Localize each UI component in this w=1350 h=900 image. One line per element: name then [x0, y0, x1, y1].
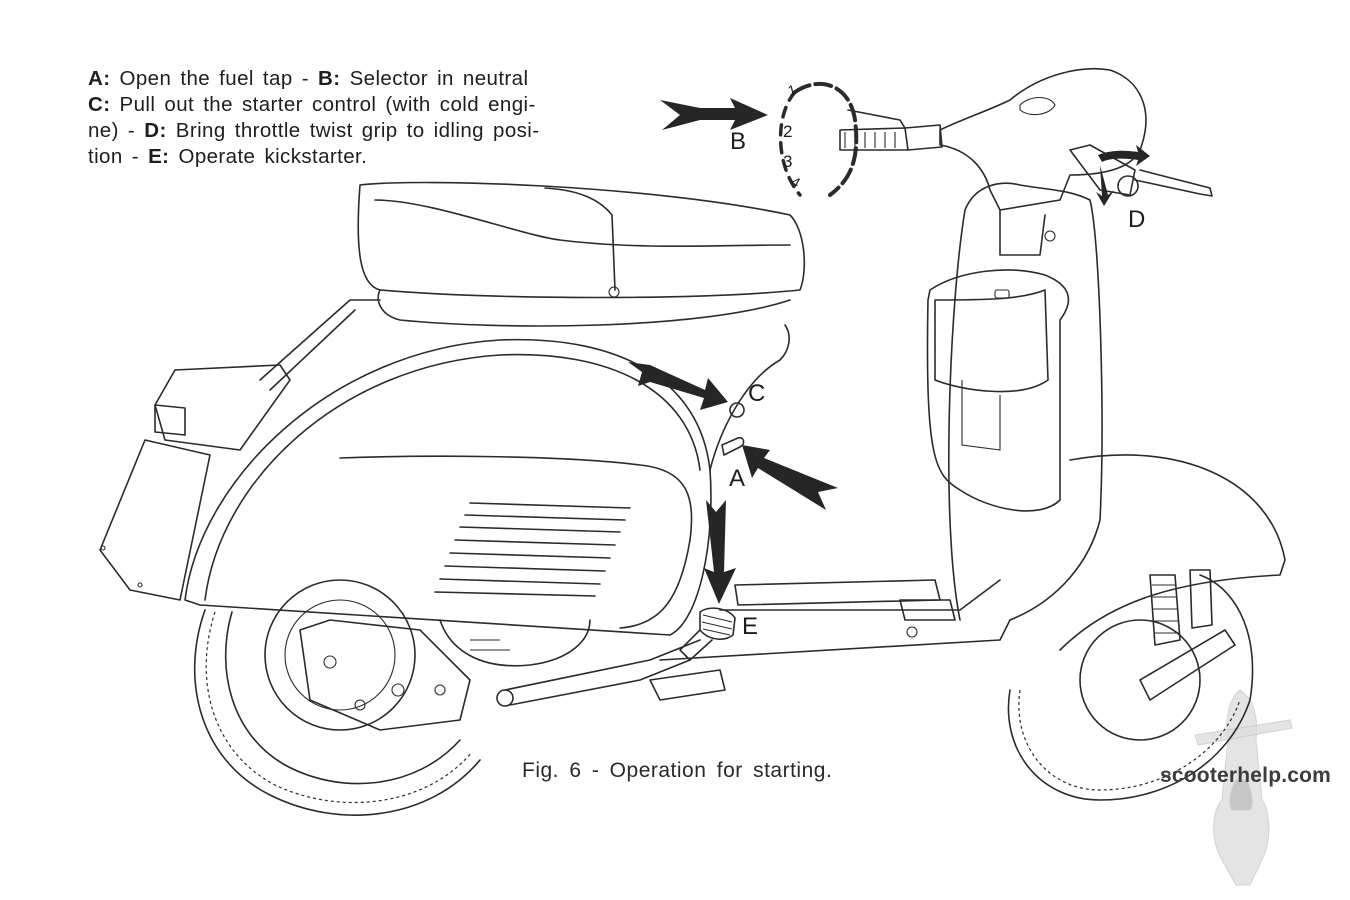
instruction-line-2: C: Pull out the starter control (with co… [88, 92, 628, 118]
gear-selector-dial [778, 81, 859, 197]
step-d-text: Bring throttle twist grip to idling posi… [166, 119, 540, 142]
key-d: D: [144, 119, 167, 142]
gear-label-3: 3 [783, 152, 793, 171]
key-e: E: [148, 145, 170, 168]
fuel-tap [721, 436, 745, 456]
arrow-d-icon [1096, 145, 1150, 206]
kickstarter [679, 607, 736, 661]
figure-caption: Fig. 6 - Operation for starting. [522, 759, 833, 782]
front-wheel [1007, 454, 1286, 801]
watermark-scooter-icon [1194, 689, 1293, 886]
leg-shield [926, 182, 1103, 621]
callout-c: C [748, 380, 766, 407]
left-grip [839, 127, 909, 151]
step-b-text: Selector in neutral [340, 67, 529, 90]
callout-e: E [742, 613, 759, 640]
step-e-text: Operate kickstarter. [169, 145, 368, 168]
watermark-text: scooterhelp.com [1160, 764, 1332, 787]
callout-d: D [1128, 206, 1146, 233]
step-c-text: Pull out the starter control (with cold … [110, 93, 536, 116]
starting-instructions: A: Open the fuel tap - B: Selector in ne… [88, 66, 628, 170]
floorboard [659, 579, 1011, 661]
engine [299, 619, 726, 731]
cooling-grille [434, 502, 631, 597]
instruction-line-1: A: Open the fuel tap - B: Selector in ne… [88, 66, 628, 92]
instruction-line-4: tion - E: Operate kickstarter. [88, 144, 628, 170]
callout-a: A [729, 465, 746, 492]
step-a-text: Open the fuel tap - [110, 67, 319, 90]
arrow-a-icon [742, 445, 838, 510]
arrow-b-icon [660, 98, 768, 130]
step-d-text-end: tion - [88, 145, 149, 168]
instruction-line-3: ne) - D: Bring throttle twist grip to id… [88, 118, 628, 144]
rear-wheel [193, 579, 481, 816]
arrow-e-icon [704, 500, 736, 604]
rear-body [184, 299, 712, 636]
arrow-c-icon [628, 362, 728, 410]
handlebar [839, 67, 1213, 242]
step-c-text-end: ne) - [88, 119, 145, 142]
callout-b: B [730, 128, 747, 155]
seat [357, 181, 806, 327]
gear-label-2: 2 [783, 122, 793, 141]
starter-control-knob [729, 402, 745, 418]
key-b: B: [318, 67, 341, 90]
key-c: C: [88, 93, 111, 116]
rear-light [99, 364, 291, 601]
key-a: A: [88, 67, 111, 90]
